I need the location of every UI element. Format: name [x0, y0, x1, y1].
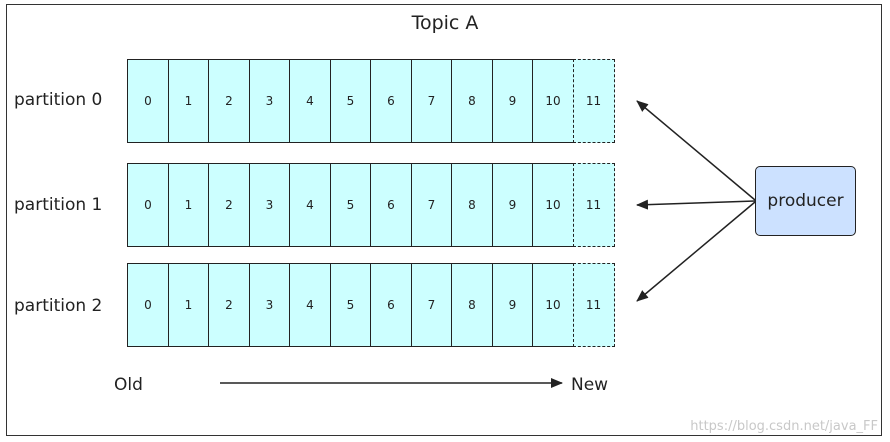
- offset-cell: 0: [127, 59, 169, 143]
- axis-old-label: Old: [114, 375, 143, 395]
- offset-cell: 1: [167, 59, 210, 143]
- watermark: https://blog.csdn.net/java_FF: [690, 419, 878, 434]
- offset-cell: 8: [451, 163, 493, 247]
- offset-cell: 2: [208, 263, 250, 347]
- producer-box: producer: [755, 166, 856, 236]
- partition-2-label: partition 2: [14, 296, 103, 316]
- offset-cell: 3: [248, 263, 291, 347]
- producer-to-partition-0-arrow: [636, 100, 756, 201]
- offset-cell: 1: [167, 163, 210, 247]
- offset-cell: 8: [451, 263, 493, 347]
- offset-cell: 2: [208, 163, 250, 247]
- offset-cell: 3: [248, 59, 291, 143]
- topic-title: Topic A: [411, 12, 479, 34]
- offset-cell: 11: [572, 59, 615, 143]
- producer-to-partition-1-arrow: [636, 199, 756, 210]
- axis-new-label: New: [571, 375, 609, 395]
- offset-cell: 6: [370, 263, 412, 347]
- offset-cell: 7: [410, 59, 453, 143]
- offset-cell: 4: [289, 263, 331, 347]
- offset-cell: 8: [451, 59, 493, 143]
- offset-cell: 6: [370, 59, 412, 143]
- offset-cell: 0: [127, 263, 169, 347]
- topic-frame: [6, 4, 882, 436]
- partition-0-label: partition 0: [14, 90, 103, 110]
- offset-cell: 11: [572, 163, 615, 247]
- offset-cell: 1: [167, 263, 210, 347]
- offset-cell: 11: [572, 263, 615, 347]
- producer-to-partition-2-arrow: [636, 201, 756, 302]
- producer-label: producer: [767, 191, 844, 211]
- offset-cell: 10: [532, 163, 574, 247]
- partition-1-label: partition 1: [14, 195, 103, 215]
- offset-cell: 2: [208, 59, 250, 143]
- offset-cell: 5: [329, 263, 372, 347]
